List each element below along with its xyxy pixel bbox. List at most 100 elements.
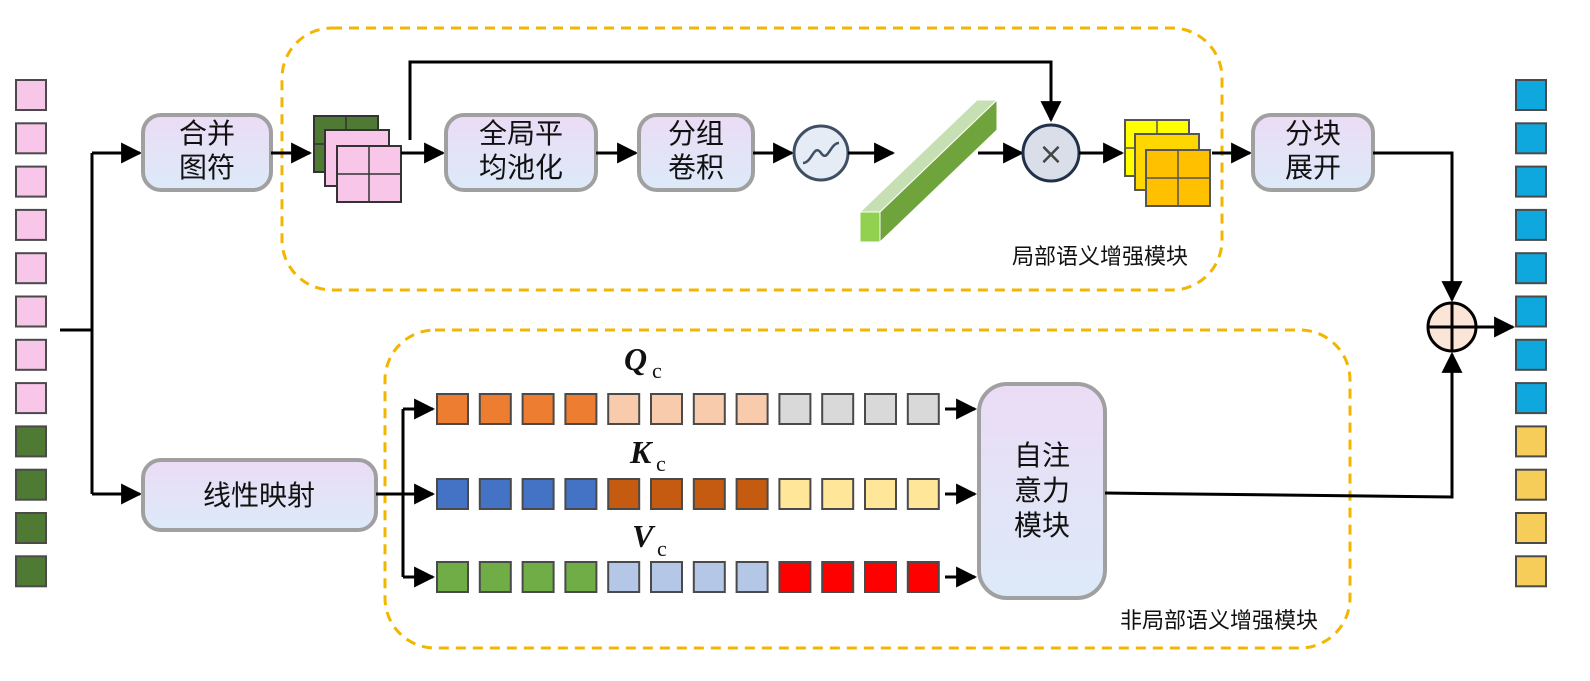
q-token-row: [436, 393, 940, 425]
multiply-symbol: ×: [1038, 137, 1063, 172]
k-subscript: c: [656, 451, 666, 476]
qkv-token: [436, 393, 469, 425]
qkv-token: [864, 393, 897, 425]
sum-operator: [1426, 301, 1478, 353]
k-token-row: [436, 478, 940, 510]
qkv-token: [436, 561, 469, 593]
output-token: [1515, 512, 1547, 544]
output-token: [1515, 252, 1547, 285]
k-letter: K: [629, 434, 654, 470]
nonlocal-region-label: 非局部语义增强模块: [1120, 609, 1318, 634]
unfold-label-line2: 展开: [1285, 151, 1341, 184]
input-token: [15, 425, 47, 458]
merge-label-line1: 合并: [179, 117, 235, 150]
qkv-token: [735, 393, 769, 425]
input-token: [15, 468, 47, 501]
input-token: [15, 512, 47, 544]
qkv-token: [521, 478, 555, 510]
qkv-token: [564, 393, 598, 425]
output-token: [1515, 79, 1547, 111]
v-letter: V: [632, 518, 656, 554]
qkv-token: [692, 478, 726, 510]
input-token: [15, 79, 47, 111]
qkv-token: [821, 561, 855, 593]
qkv-token: [821, 478, 855, 510]
self-attention-module-box: 自注 意力 模块: [977, 382, 1107, 600]
v-token-row: [436, 561, 940, 593]
attention-label-line3: 模块: [1014, 509, 1070, 542]
qkv-token: [778, 478, 812, 510]
merged-feature-map-icon: [313, 115, 402, 203]
output-token: [1515, 165, 1547, 198]
linear-branch-lines: [376, 409, 405, 577]
qkv-token: [607, 393, 641, 425]
input-branch-line: [60, 153, 94, 494]
output-token: [1515, 208, 1547, 241]
patch-unfold-box: 分块 展开: [1251, 113, 1375, 192]
skip-connection-arrow: [408, 60, 1062, 140]
qkv-token: [778, 561, 812, 593]
qkv-token: [521, 393, 555, 425]
gap-label-line2: 均池化: [479, 151, 563, 184]
gap-label-line1: 全局平: [479, 117, 563, 150]
enhanced-feature-map-icon: [1124, 119, 1211, 207]
qkv-token: [821, 393, 855, 425]
qkv-token: [436, 478, 469, 510]
qkv-token: [564, 561, 598, 593]
unfold-label-line1: 分块: [1285, 117, 1341, 150]
gconv-label-line2: 卷积: [668, 151, 724, 184]
qkv-token: [521, 561, 555, 593]
output-token: [1515, 122, 1547, 155]
linear-label: 线性映射: [203, 479, 315, 512]
attention-label-line1: 自注: [1014, 439, 1070, 472]
qkv-token: [478, 561, 512, 593]
output-token: [1515, 425, 1547, 458]
gconv-label-line1: 分组: [668, 117, 724, 150]
qkv-token: [607, 561, 641, 593]
merge-tokens-box: 合并 图符: [141, 113, 273, 192]
qkv-token: [564, 478, 598, 510]
qkv-token: [692, 393, 726, 425]
qkv-token: [607, 478, 641, 510]
arrow-unfold-to-sum: [1373, 151, 1463, 303]
input-token-column: [15, 79, 47, 588]
qkv-token: [906, 393, 940, 425]
qkv-token: [906, 478, 940, 510]
qkv-token: [650, 478, 683, 510]
input-token: [15, 338, 47, 371]
qkv-token: [478, 393, 512, 425]
sigmoid-activation-icon: [792, 124, 850, 182]
output-token-column: [1515, 79, 1547, 588]
channel-weight-bar: [858, 98, 999, 244]
multiply-operator: ×: [1021, 123, 1081, 183]
qkv-token: [478, 478, 512, 510]
input-token: [15, 382, 47, 415]
output-token: [1515, 295, 1547, 328]
global-average-pooling-box: 全局平 均池化: [444, 113, 598, 192]
q-subscript: c: [652, 358, 662, 383]
arrow-attention-to-sum: [1104, 351, 1463, 499]
qkv-token: [735, 561, 769, 593]
qkv-token: [650, 561, 683, 593]
attention-label-line2: 意力: [1014, 474, 1070, 507]
merge-label-line2: 图符: [179, 151, 235, 184]
output-token: [1515, 555, 1547, 588]
input-token: [15, 555, 47, 588]
qkv-token: [864, 561, 897, 593]
nonlocal-semantic-region: [383, 328, 1352, 650]
qkv-token: [864, 478, 897, 510]
output-token: [1515, 338, 1547, 371]
input-token: [15, 122, 47, 155]
qkv-token: [692, 561, 726, 593]
qkv-token: [906, 561, 940, 593]
input-token: [15, 295, 47, 328]
q-letter: Q: [624, 341, 647, 377]
v-subscript: c: [657, 536, 667, 561]
group-convolution-box: 分组 卷积: [637, 113, 755, 192]
output-token: [1515, 382, 1547, 415]
input-token: [15, 208, 47, 241]
output-token: [1515, 468, 1547, 501]
qkv-token: [735, 478, 769, 510]
linear-projection-box: 线性映射: [141, 458, 378, 532]
